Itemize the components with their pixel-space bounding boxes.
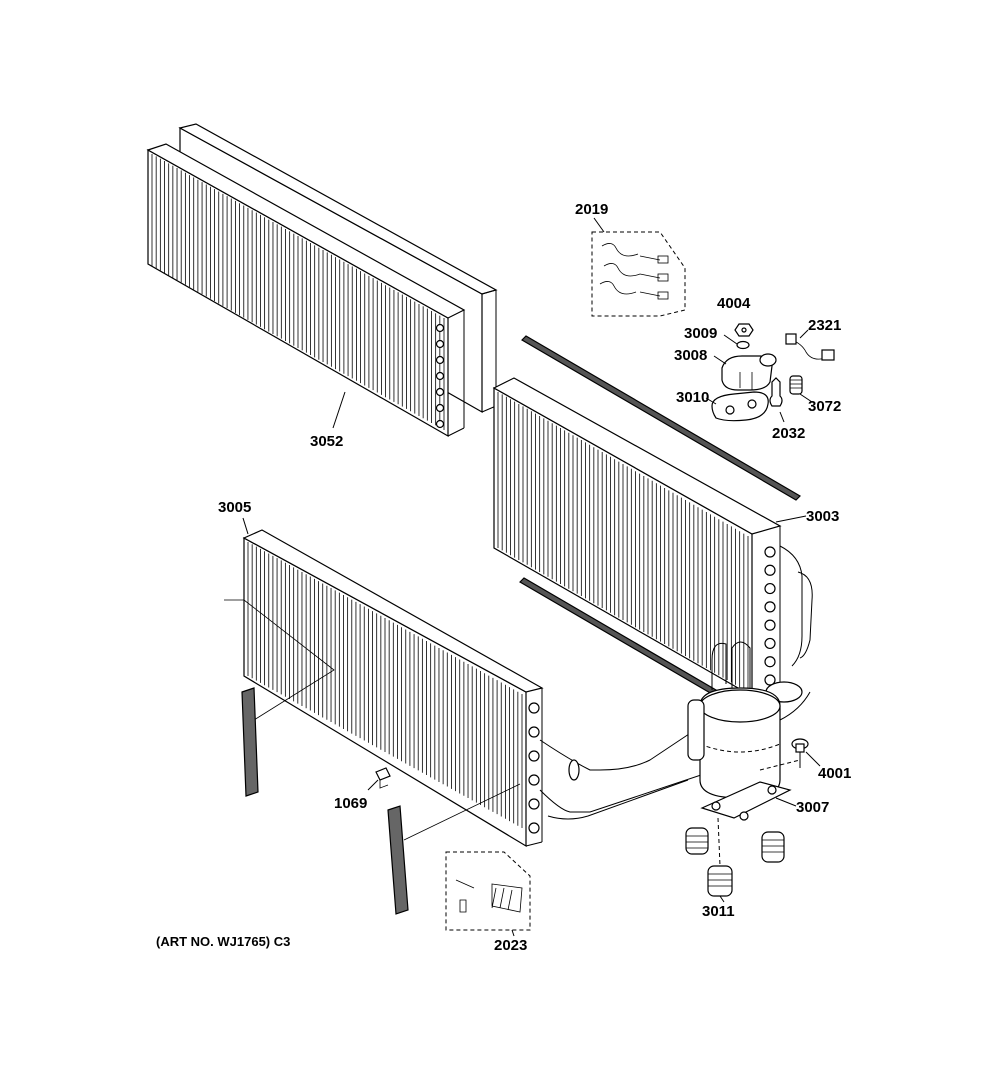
spring-3072[interactable] xyxy=(789,375,803,395)
washer-3009[interactable] xyxy=(736,340,750,350)
label-4004: 4004 xyxy=(717,295,751,312)
leader-3008 xyxy=(713,355,727,365)
label-3008: 3008 xyxy=(674,347,707,364)
leader-3010 xyxy=(705,397,717,405)
leader-2023 xyxy=(511,929,515,937)
leader-4001 xyxy=(805,751,821,767)
label-3072: 3072 xyxy=(808,398,841,415)
nut-4004[interactable] xyxy=(734,323,754,337)
label-2023: 2023 xyxy=(494,937,527,954)
leader-3052 xyxy=(332,391,346,429)
leader-3005 xyxy=(242,517,249,535)
seal-strip-right xyxy=(387,805,409,915)
label-2019: 2019 xyxy=(575,201,608,218)
leader-2321 xyxy=(799,329,809,339)
label-1069: 1069 xyxy=(334,795,367,812)
leader-3007 xyxy=(775,797,797,807)
overload-2032[interactable] xyxy=(769,377,783,407)
label-3003: 3003 xyxy=(806,508,839,525)
leader-1069 xyxy=(367,779,379,791)
label-3052: 3052 xyxy=(310,433,343,450)
gasket-3010[interactable] xyxy=(711,391,769,422)
label-3011: 3011 xyxy=(702,903,735,920)
wire-harness-2321[interactable] xyxy=(785,333,835,361)
condenser-coil-3052[interactable] xyxy=(146,123,498,438)
coil-3005[interactable] xyxy=(242,529,711,848)
kit-2023[interactable] xyxy=(445,851,531,931)
evaporator-coil-3003[interactable] xyxy=(492,377,813,703)
label-3010: 3010 xyxy=(676,389,709,406)
label-2032: 2032 xyxy=(772,425,805,442)
leader-2032 xyxy=(779,411,785,423)
label-3009: 3009 xyxy=(684,325,717,342)
art-number-caption: (ART NO. WJ1765) C3 xyxy=(156,934,290,949)
compressor-3007[interactable] xyxy=(687,641,811,821)
leader-3011-dash xyxy=(717,817,721,867)
wire-kit-2019[interactable] xyxy=(591,231,686,317)
grommet-3011-b[interactable] xyxy=(761,831,785,863)
seal-strip-left xyxy=(241,687,259,797)
grommet-3011-a[interactable] xyxy=(685,827,709,855)
label-2321: 2321 xyxy=(808,317,841,334)
grommet-3011-c[interactable] xyxy=(707,865,733,897)
clip-1069[interactable] xyxy=(375,767,391,789)
label-4001: 4001 xyxy=(818,765,851,782)
gasket-strip-upper xyxy=(521,335,801,501)
bolt-4001[interactable] xyxy=(791,738,809,768)
leader-3072 xyxy=(799,393,813,403)
leader-3003 xyxy=(775,515,807,523)
leader-seal xyxy=(403,783,521,841)
leader-3009 xyxy=(723,334,738,345)
label-3005: 3005 xyxy=(218,499,251,516)
leader-3011 xyxy=(719,895,725,903)
leader-2019 xyxy=(593,217,605,233)
label-3007: 3007 xyxy=(796,799,829,816)
leader-3005-ref xyxy=(224,599,335,721)
terminal-cover-3008[interactable] xyxy=(721,353,777,391)
